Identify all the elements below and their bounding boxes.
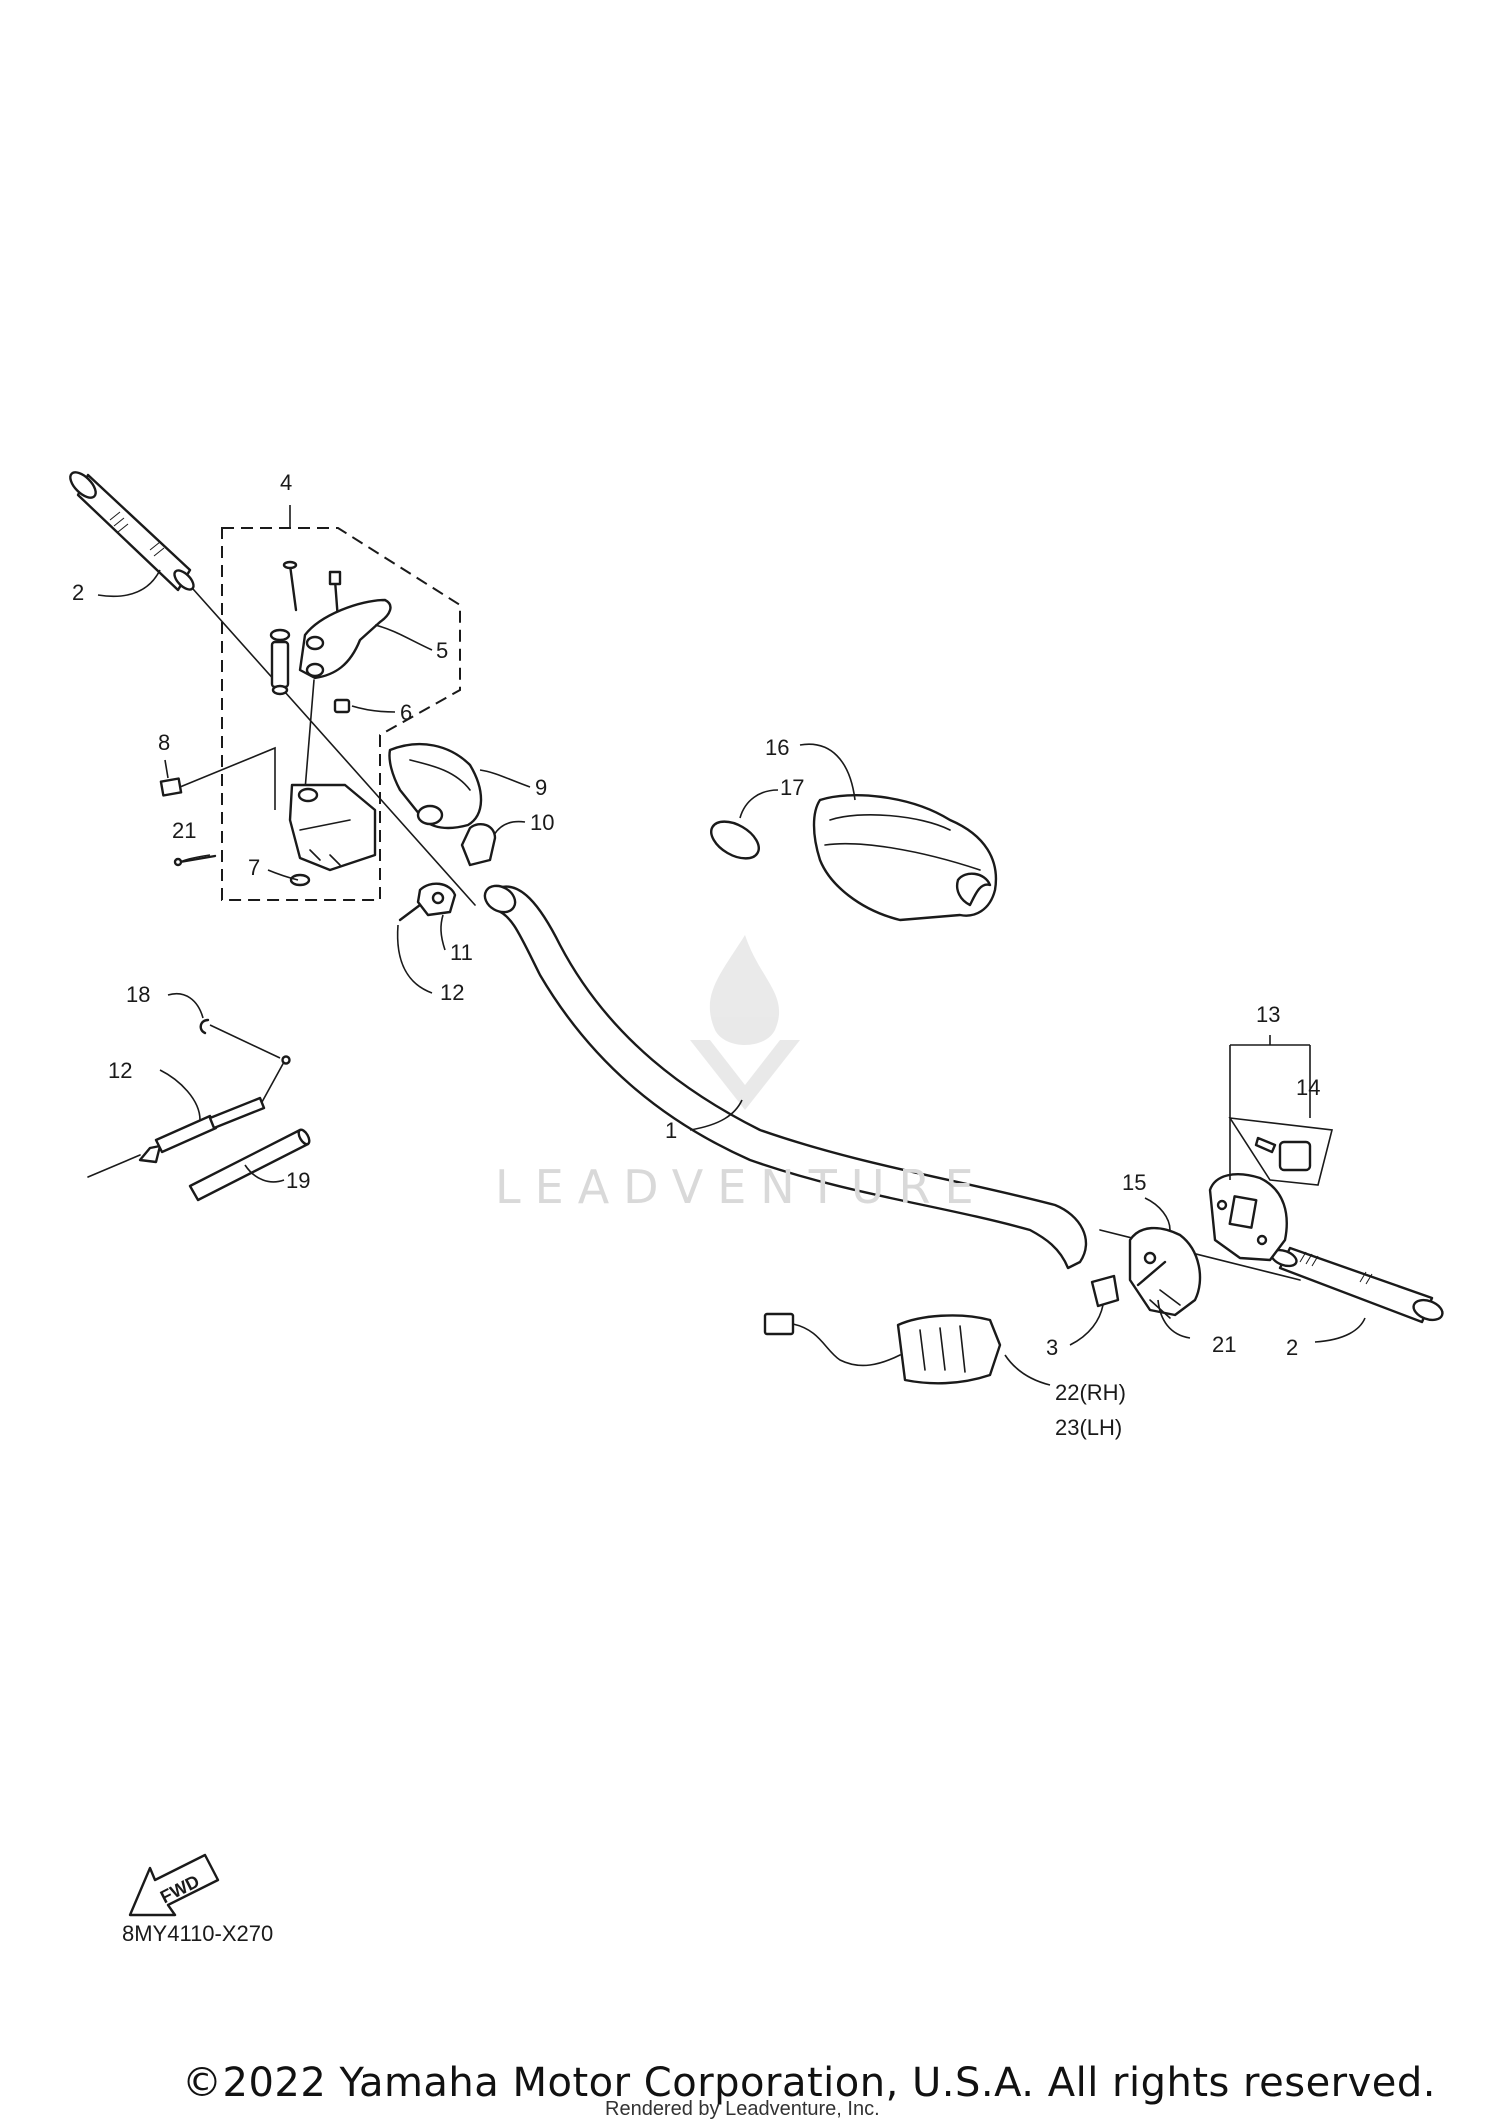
leader-1 [689, 1099, 743, 1131]
handlebar-pad[interactable] [812, 793, 998, 922]
callout-7: 7 [248, 855, 260, 880]
leader-2b [1314, 1317, 1366, 1343]
label-sheet[interactable] [159, 777, 183, 797]
grip-right[interactable] [1269, 1246, 1445, 1324]
leader-5 [374, 624, 433, 651]
callout-12: 12 [440, 980, 464, 1005]
leader-12 [396, 924, 433, 994]
cable-circlip[interactable] [199, 1018, 210, 1035]
callout-5: 5 [436, 638, 448, 663]
callout-13: 12 [108, 1058, 132, 1083]
bar-end-cap[interactable] [1090, 1274, 1120, 1308]
leader-18 [739, 789, 779, 819]
circlip-link-line [209, 1024, 281, 1059]
bar-axis-line-left [184, 579, 476, 906]
leader-2a [97, 569, 161, 597]
switch-button[interactable] [1254, 1136, 1312, 1172]
leader-14-bracket [1229, 1035, 1311, 1180]
callout-3: 3 [1046, 1335, 1058, 1360]
lever-cover[interactable] [388, 742, 483, 830]
lever-collar[interactable] [269, 628, 291, 696]
callout-21b: 21 [1212, 1332, 1236, 1357]
callout-2a: 2 [72, 580, 84, 605]
leader-21b [1157, 1299, 1191, 1339]
leader-3 [1069, 1304, 1104, 1346]
leader-16 [1144, 1197, 1171, 1231]
lever-housing[interactable] [288, 783, 377, 872]
cable-tube[interactable] [188, 1128, 311, 1202]
leader-6 [351, 705, 396, 713]
leader-8 [164, 759, 169, 779]
callout-16: 15 [1122, 1170, 1146, 1195]
switch-clamp[interactable] [416, 882, 457, 917]
fwd-arrow-icon: FWD [128, 1853, 220, 1917]
leader-19 [167, 993, 204, 1019]
lever-nut[interactable] [333, 698, 351, 714]
lever-assy-boundary [221, 527, 461, 901]
callout-1: 1 [665, 1118, 677, 1143]
callout-17: 16 [765, 735, 789, 760]
callout-15: 14 [1296, 1075, 1320, 1100]
diagram-code: 8MY4110-X270 [122, 1921, 274, 1946]
leader-20 [244, 1164, 285, 1183]
callout-8: 8 [158, 730, 170, 755]
leader-22 [1004, 1354, 1051, 1386]
handlebar[interactable] [480, 881, 1088, 1270]
copyright-notice: ©2022 Yamaha Motor Corporation, U.S.A. A… [182, 2060, 1437, 2106]
callout-6: 6 [400, 700, 412, 725]
callout-19: 18 [126, 982, 150, 1007]
leader-13 [159, 1069, 201, 1121]
watermark-text: LEADVENTURE [495, 1160, 988, 1214]
callout-9: 9 [535, 775, 547, 800]
lever-pivot-bolt[interactable] [282, 560, 298, 612]
screw-right[interactable] [1136, 1260, 1167, 1287]
callout-21a: 21 [172, 818, 196, 843]
watermark-logo-icon [690, 935, 800, 1110]
switch-housing-right[interactable] [1208, 1173, 1288, 1262]
leader-11 [440, 914, 446, 951]
wire-harness[interactable] [763, 1312, 1002, 1385]
rendered-by: Rendered by Leadventure, Inc. [605, 2098, 880, 2120]
pad-band[interactable] [705, 814, 765, 866]
leader-8-box [179, 746, 276, 810]
leader-10 [493, 820, 526, 836]
grip-left[interactable] [66, 468, 197, 593]
leader-17 [799, 743, 856, 801]
callout-14: 13 [1256, 1002, 1280, 1027]
throttle-lever[interactable] [298, 598, 392, 680]
callout-2b: 2 [1286, 1335, 1298, 1360]
callout-4: 4 [280, 470, 292, 495]
callout-10: 10 [530, 810, 554, 835]
throttle-cable[interactable] [87, 1055, 291, 1178]
leader-9 [479, 769, 531, 788]
switch-cover[interactable] [1128, 1226, 1202, 1319]
lever-clamp[interactable] [460, 823, 497, 867]
washer[interactable] [289, 873, 311, 887]
callout-11: 11 [450, 940, 473, 965]
callout-22: 22(RH) [1055, 1380, 1126, 1405]
clamp-screw[interactable] [398, 903, 422, 922]
leader-7 [267, 869, 299, 881]
callout-23: 23(LH) [1055, 1415, 1122, 1440]
callout-18: 17 [780, 775, 804, 800]
leader-21a [179, 854, 211, 863]
switch-sheet-box [1228, 1117, 1334, 1186]
callout-20: 19 [286, 1168, 310, 1193]
lever-shaft [304, 679, 315, 791]
